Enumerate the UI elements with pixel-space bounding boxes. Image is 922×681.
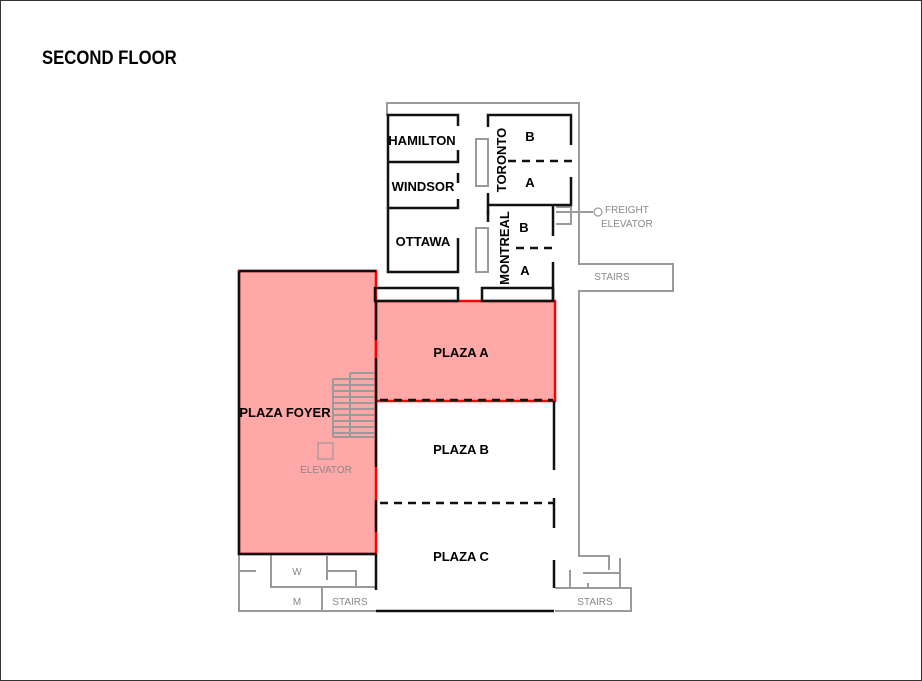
foyer-stairs-icon	[332, 372, 374, 438]
toronto-partition	[475, 138, 489, 187]
se-stairs-walls	[555, 558, 632, 612]
elevator-icon	[317, 442, 334, 460]
elevator-label: ELEVATOR	[300, 465, 352, 476]
meeting-rooms-west-walls	[386, 113, 460, 274]
room-plaza-c[interactable]: PLAZA C	[433, 549, 489, 564]
room-toronto[interactable]: TORONTO	[494, 128, 509, 193]
freight-elevator-icon	[593, 207, 603, 217]
stairs-east-label: STAIRS	[594, 272, 630, 283]
room-ottawa[interactable]: OTTAWA	[396, 234, 451, 249]
plaza-walls	[237, 269, 556, 613]
floor-title: SECOND FLOOR	[42, 48, 177, 69]
west-service-counter	[373, 286, 460, 303]
stairs-se-label: STAIRS	[577, 597, 613, 608]
room-montreal-b[interactable]: B	[519, 220, 528, 235]
room-plaza-a[interactable]: PLAZA A	[433, 345, 489, 360]
room-toronto-a[interactable]: A	[525, 175, 535, 190]
sw-service-walls	[238, 554, 376, 612]
room-plaza-foyer[interactable]: PLAZA FOYER	[239, 405, 331, 420]
room-montreal[interactable]: MONTREAL	[497, 211, 512, 285]
east-service-counter	[480, 286, 555, 303]
mens-restroom-label: M	[293, 597, 301, 608]
room-plaza-b[interactable]: PLAZA B	[433, 442, 489, 457]
room-toronto-b[interactable]: B	[525, 129, 534, 144]
room-montreal-a[interactable]: A	[520, 263, 530, 278]
freight-elevator-label-1: FREIGHT	[605, 205, 649, 216]
freight-elevator-shaft	[556, 206, 593, 225]
room-windsor[interactable]: WINDSOR	[392, 179, 455, 194]
freight-elevator-label-2: ELEVATOR	[601, 219, 653, 230]
montreal-partition	[475, 227, 489, 273]
service-corridor-outline	[386, 102, 674, 570]
room-hamilton[interactable]: HAMILTON	[388, 133, 455, 148]
womens-restroom-label: W	[292, 567, 302, 578]
stairs-sw-label: STAIRS	[332, 597, 368, 608]
